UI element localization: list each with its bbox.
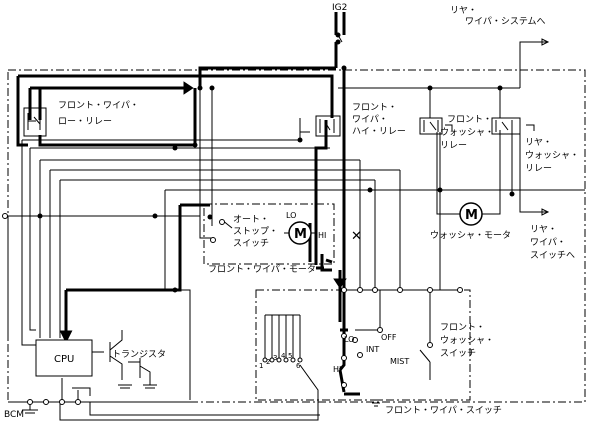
washer-motor — [459, 202, 483, 226]
front-hi-relay-label-3: ハイ・リレー — [352, 127, 406, 137]
front-hi-relay-label-1: フロント・ — [352, 103, 397, 113]
rear-washer-relay-label-1: リヤ・ — [525, 138, 552, 148]
front-motor-m: M — [294, 227, 307, 242]
switch-hi-label: HI — [333, 365, 341, 374]
switch-lo-label: LO — [344, 335, 354, 344]
front-wiper-switch-label: フロント・ワイパ・スイッチ — [385, 405, 502, 416]
washer-switch-label-2: ウォッシャ・ — [440, 335, 494, 346]
auto-stop-label-3: スイッチ — [233, 238, 269, 249]
hi-relay — [315, 115, 341, 137]
transistor-label: トランジスタ — [112, 349, 166, 360]
washer-switch-label-1: フロント・ — [440, 323, 485, 333]
auto-stop-label-1: オート・ — [233, 214, 269, 225]
washer-relay — [419, 117, 443, 135]
washer-relay-label-3: リレー — [440, 141, 467, 151]
front-lo-relay-label-1: フロント・ワイパ・ — [58, 100, 139, 111]
motor-lo-label: LO — [286, 211, 296, 220]
rear-system-label-2: ワイパ・システムへ — [465, 16, 546, 27]
int-setting-4: 4 — [281, 352, 286, 360]
washer-relay-label-2: ウォッシャ・ — [440, 127, 494, 138]
front-hi-relay-label-2: ワイパ・ — [352, 114, 388, 125]
switch-mist-label: MIST — [390, 357, 409, 366]
front-lo-relay-label-2: ロー・リレー — [58, 117, 112, 127]
thin-wiring — [3, 38, 585, 421]
int-setting-6: 6 — [296, 362, 301, 370]
motors — [284, 202, 483, 245]
junction-dots — [37, 32, 515, 293]
rear-system-label-1: リヤ・ — [450, 6, 477, 16]
switch-int-label: INT — [366, 345, 379, 354]
auto-stop-label-2: ストップ・ — [233, 226, 278, 237]
rear-switch-label-2: ワイパ・ — [530, 237, 566, 248]
int-setting-3: 3 — [273, 354, 277, 362]
bcm-label: BCM — [4, 410, 24, 420]
switch-enclosure — [255, 289, 471, 401]
washer-motor-m: M — [465, 208, 478, 223]
motor-enclosure — [203, 203, 335, 265]
washer-relay-label-1: フロント・ — [447, 115, 492, 125]
int-setting-2: 2 — [266, 358, 270, 366]
bold-current-path — [16, 12, 360, 396]
rear-switch-label-3: スイッチへ — [530, 250, 575, 261]
text-labels: IG2 リヤ・ ワイパ・システムへ フロント・ワイパ・ ロー・リレー フロント・… — [4, 3, 579, 420]
break-mark: ✕ — [351, 229, 362, 244]
relays — [23, 34, 521, 137]
switch-off-label: OFF — [381, 333, 397, 342]
motor-hi-label: HI — [318, 231, 326, 240]
washer-motor-label: ウォッシャ・モータ — [430, 230, 511, 241]
front-wiper-motor-label: フロント・ワイパ・モータ — [208, 264, 316, 275]
rear-washer-relay-label-3: リレー — [525, 164, 552, 174]
rear-washer-relay-label-2: ウォッシャ・ — [525, 150, 579, 161]
lo-relay — [23, 107, 47, 137]
cpu-box — [35, 339, 93, 377]
washer-switch-label-3: スイッチ — [440, 348, 476, 359]
int-setting-1: 1 — [259, 362, 263, 370]
terminal-circles — [2, 213, 463, 405]
int-setting-5: 5 — [288, 352, 292, 360]
ig2-label: IG2 — [332, 3, 347, 13]
rear-switch-label-1: リヤ・ — [530, 225, 557, 235]
rear-washer-relay — [491, 117, 521, 135]
cpu-label: CPU — [54, 354, 74, 365]
